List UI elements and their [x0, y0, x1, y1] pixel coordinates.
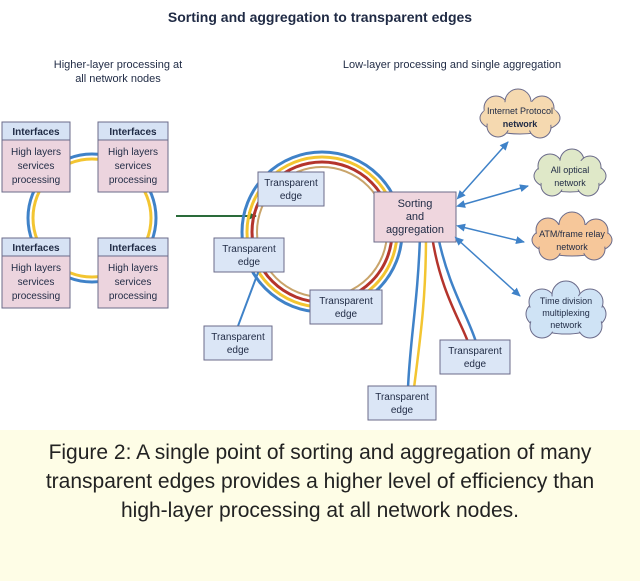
right-heading: Low-layer processing and single aggregat…: [343, 59, 561, 71]
node-body-line: High layers: [11, 147, 61, 158]
node-header: Interfaces: [109, 243, 157, 254]
left-heading-line-2: all network nodes: [75, 73, 161, 85]
svg-text:ATM/frame relay: ATM/frame relay: [539, 229, 605, 239]
svg-text:edge: edge: [391, 405, 414, 416]
node-header: Interfaces: [12, 243, 60, 254]
left-node: Interfaces High layers services processi…: [97, 237, 169, 309]
transparent-edge: Transparent edge: [439, 339, 511, 375]
svg-text:edge: edge: [280, 191, 303, 202]
svg-text:network: network: [550, 320, 582, 330]
svg-text:Transparent: Transparent: [222, 244, 276, 255]
svg-text:Transparent: Transparent: [448, 346, 502, 357]
svg-text:network: network: [503, 119, 539, 129]
svg-text:network: network: [554, 178, 586, 188]
left-node: Interfaces High layers services processi…: [97, 121, 169, 193]
node-body-line: processing: [12, 175, 60, 186]
node-body-line: processing: [12, 291, 60, 302]
network-cloud-tdm: Time division multiplexing network: [525, 280, 607, 339]
node-body-line: services: [18, 277, 55, 288]
network-cloud-atm: ATM/frame relay network: [531, 211, 613, 261]
node-body-line: services: [115, 161, 152, 172]
node-body-line: High layers: [11, 263, 61, 274]
hub-label-line: aggregation: [386, 224, 444, 236]
node-body-line: services: [115, 277, 152, 288]
svg-text:edge: edge: [238, 257, 261, 268]
node-body-line: processing: [109, 175, 157, 186]
svg-text:Internet Protocol: Internet Protocol: [487, 106, 553, 116]
node-body-line: processing: [109, 291, 157, 302]
left-node: Interfaces High layers services processi…: [1, 237, 71, 309]
left-node: Interfaces High layers services processi…: [1, 121, 71, 193]
hub-fanout: [406, 235, 478, 389]
svg-text:network: network: [556, 242, 588, 252]
svg-text:edge: edge: [464, 359, 487, 370]
diagram-title: Sorting and aggregation to transparent e…: [168, 9, 472, 25]
svg-text:Transparent: Transparent: [211, 332, 265, 343]
svg-text:edge: edge: [227, 345, 250, 356]
transparent-edge: Transparent edge: [257, 171, 325, 207]
left-heading-line-1: Higher-layer processing at: [54, 59, 182, 71]
node-body-line: High layers: [108, 263, 158, 274]
node-header: Interfaces: [109, 127, 157, 138]
svg-text:Transparent: Transparent: [264, 178, 318, 189]
node-body-line: services: [18, 161, 55, 172]
aggregation-hub: Sorting and aggregation: [373, 191, 457, 243]
figure-caption: Figure 2: A single point of sorting and …: [0, 430, 640, 581]
svg-text:Time division: Time division: [540, 296, 592, 306]
network-cloud-ip: Internet Protocol network: [479, 88, 561, 139]
hub-label-line: and: [406, 211, 424, 223]
left-ring: [26, 152, 158, 284]
svg-text:Transparent: Transparent: [319, 296, 373, 307]
transparent-edge: Transparent edge: [367, 385, 437, 421]
network-diagram: Sorting and aggregation to transparent e…: [1, 9, 613, 421]
transparent-edge: Transparent edge: [213, 237, 285, 273]
svg-text:All optical: All optical: [551, 165, 590, 175]
network-arrows: [454, 141, 529, 297]
hub-label-line: Sorting: [398, 198, 433, 210]
node-header: Interfaces: [12, 127, 60, 138]
transparent-edge: Transparent edge: [203, 325, 273, 361]
svg-text:edge: edge: [335, 309, 358, 320]
svg-text:multiplexing: multiplexing: [542, 308, 590, 318]
transparent-edge: Transparent edge: [309, 289, 383, 325]
node-body-line: High layers: [108, 147, 158, 158]
svg-text:Transparent: Transparent: [375, 392, 429, 403]
network-cloud-optical: All optical network: [533, 148, 607, 197]
edge-connector: [237, 261, 263, 327]
